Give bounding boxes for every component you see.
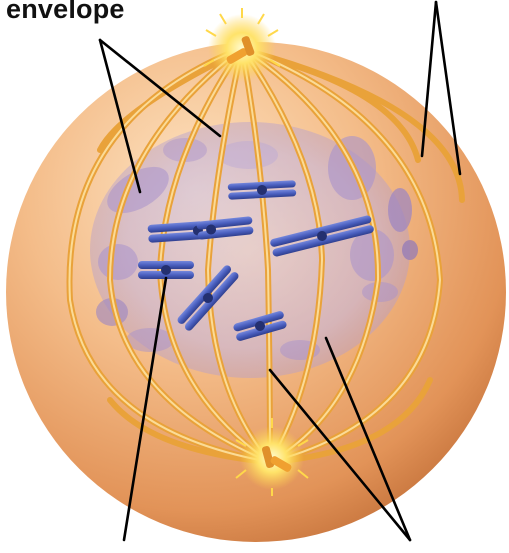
- nuclear-envelope-label: envelope: [6, 0, 125, 25]
